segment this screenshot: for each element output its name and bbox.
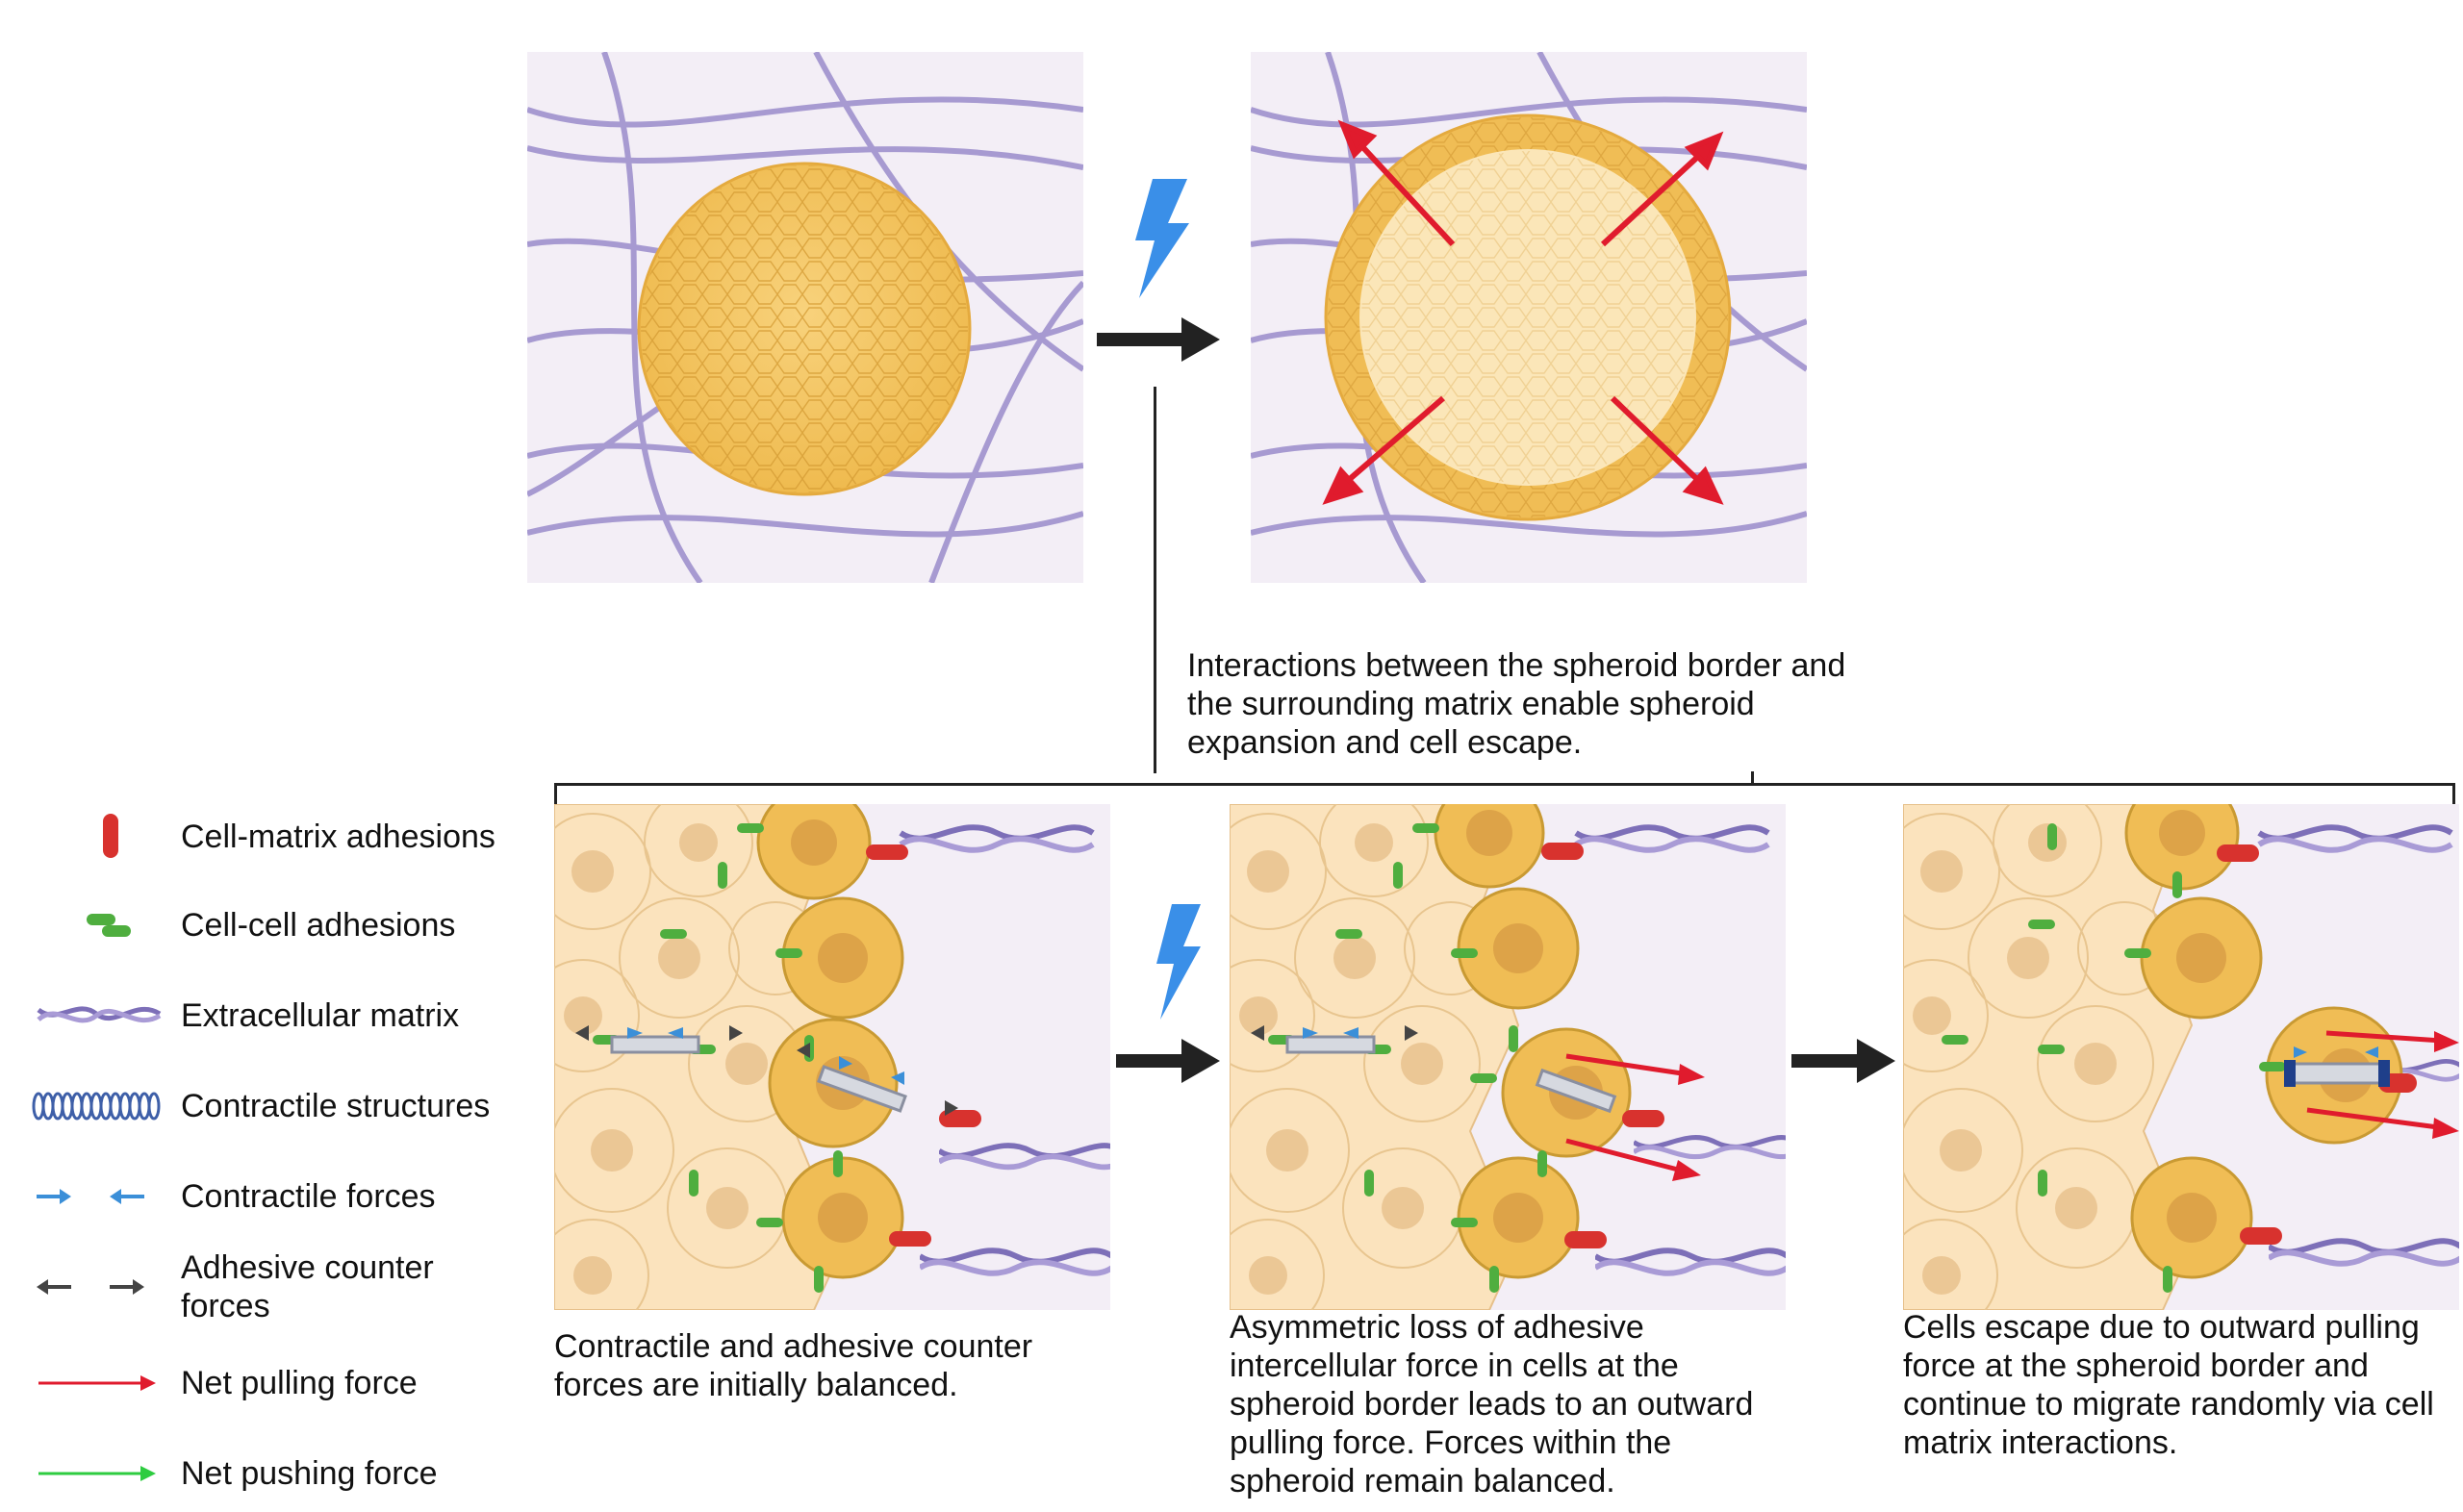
asymmetric-loss-panel [1230,804,1786,1310]
connector-bracket-right [2452,783,2455,804]
legend-item-cell-matrix-adhesions: Cell-matrix adhesions [0,798,539,875]
cell-escape-panel [1903,804,2459,1310]
connector-vertical [1154,387,1156,773]
balanced-forces-panel [554,804,1110,1310]
transition-arrow-top [1097,317,1220,362]
connector-bracket-left [554,783,557,804]
green-arrow-icon [38,1466,156,1481]
top-caption: Interactions between the spheroid border… [1187,647,1846,761]
green-capsules-icon [87,914,131,937]
stimulus-lightning-icon-bottom [1156,904,1201,1020]
legend-item-net-pushing-force: Net pushing force [0,1435,539,1512]
transition-arrow-bottom-2 [1791,1039,1895,1083]
transition-arrow-bottom-1 [1116,1039,1220,1083]
black-arrows-icon [37,1279,144,1295]
red-capsule-icon [103,814,118,858]
legend-item-contractile-structures: Contractile structures [0,1068,539,1145]
caption-balanced: Contractile and adhesive counter forces … [554,1328,1033,1403]
blue-arrows-icon [37,1189,144,1204]
caption-asymmetric-loss: Asymmetric loss of adhesive intercellula… [1230,1309,1754,1499]
outward-pulling-arrows [1322,119,1724,505]
stimulus-lightning-icon [1135,179,1189,298]
spheroid-expansion-panel [1251,52,1807,583]
legend-item-adhesive-counter-forces: Adhesive counter forces [0,1239,539,1335]
net-pulling-arrows [1565,1053,1705,1181]
connector-tick [1751,771,1754,783]
legend-item-net-pulling-force: Net pulling force [0,1345,539,1422]
legend-item-extracellular-matrix: Extracellular matrix [0,977,539,1054]
red-arrow-icon [38,1375,156,1391]
connector-bracket-top [554,783,2455,786]
coil-spring-icon [32,1092,161,1121]
contractile-spring [610,1035,907,1113]
legend-item-cell-cell-adhesions: Cell-cell adhesions [0,887,539,964]
net-pulling-arrows-escaped [2306,1030,2459,1139]
legend-item-contractile-forces: Contractile forces [0,1158,539,1235]
spheroid-initial-panel [527,52,1083,583]
braided-fiber-icon [37,1006,162,1023]
legend: Cell-matrix adhesions Cell-cell adhesion… [0,798,539,1500]
caption-cell-escape: Cells escape due to outward pulling forc… [1903,1309,2434,1461]
